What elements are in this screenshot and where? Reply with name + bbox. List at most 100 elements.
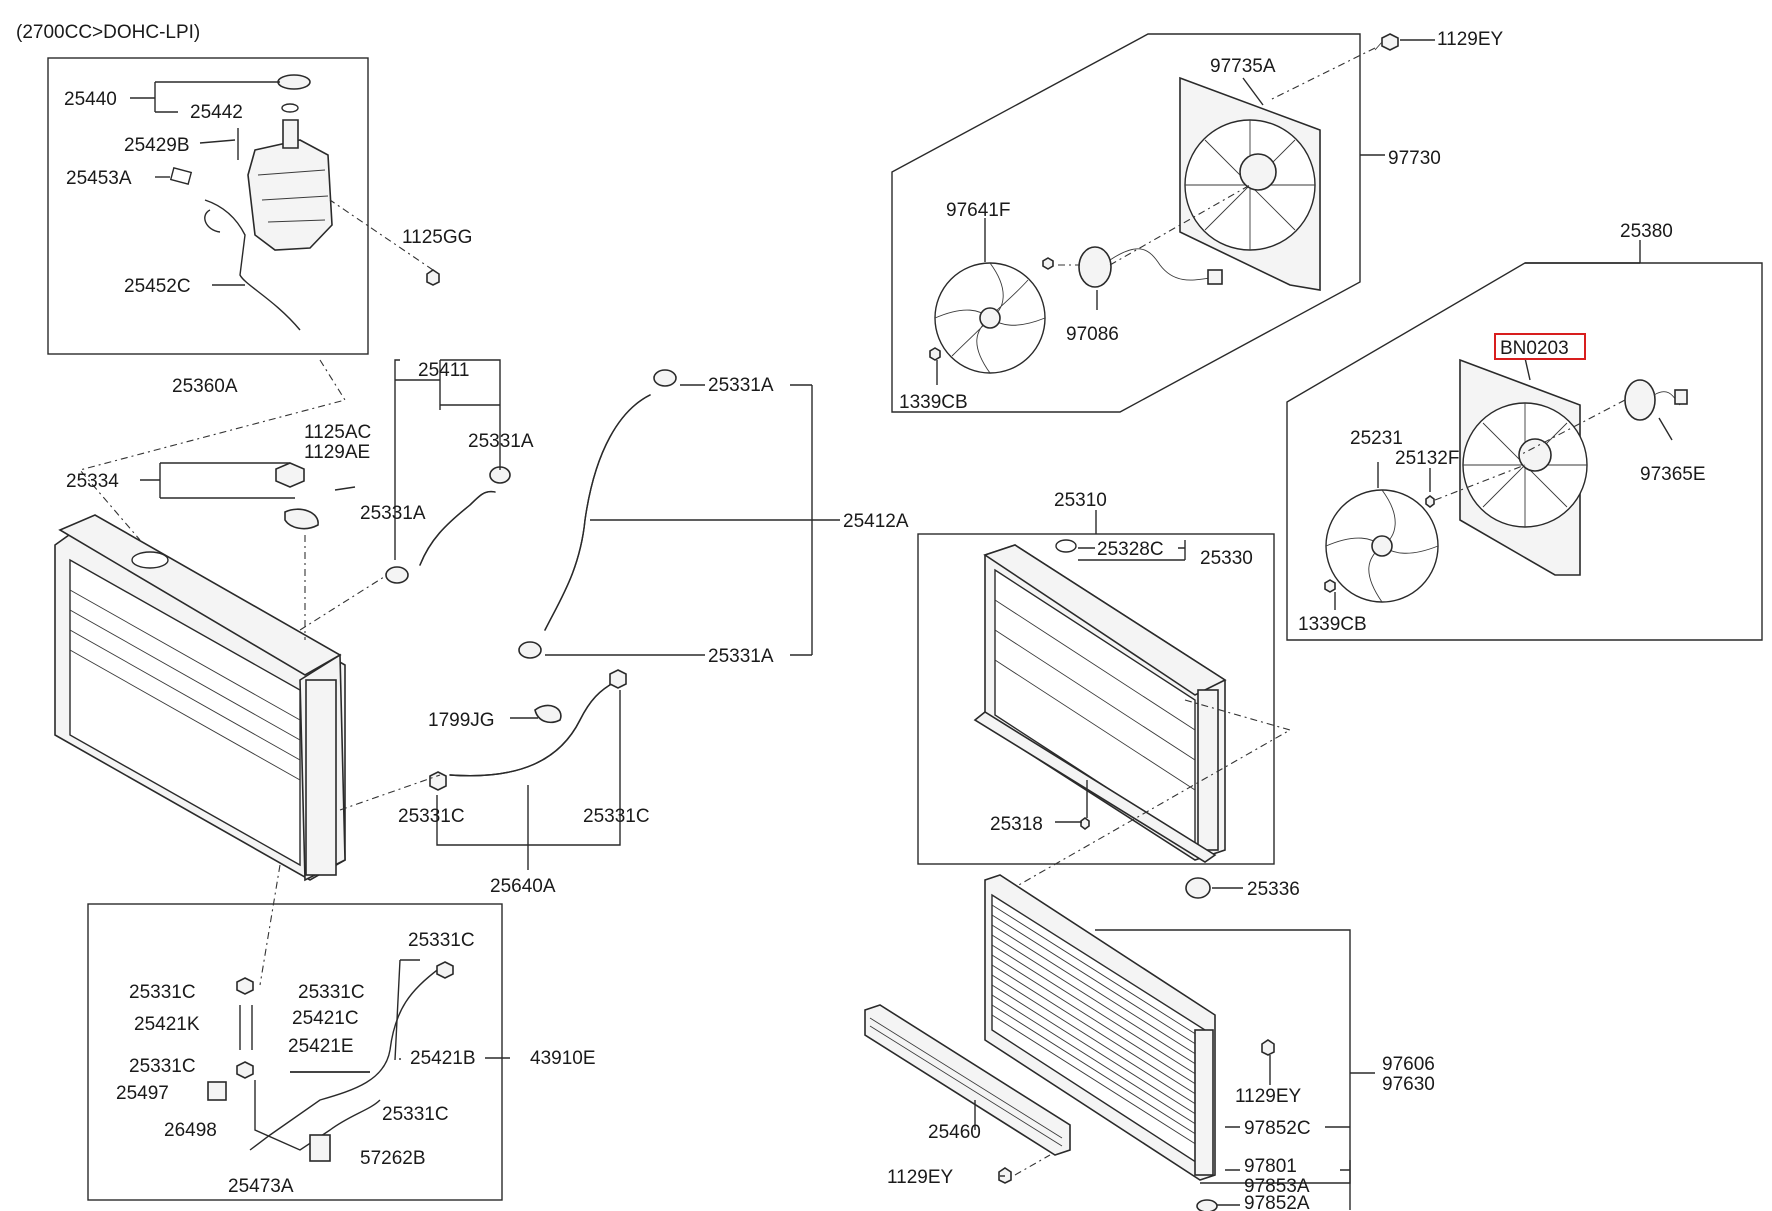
label-25421e: 25421E	[288, 1036, 354, 1057]
label-97606: 97606	[1382, 1054, 1435, 1075]
clamp-25331a-d	[518, 641, 542, 659]
radiator-side-tank	[305, 679, 337, 876]
bolt-1129ey-a	[1381, 33, 1399, 51]
fan-motor-97365e	[1624, 379, 1656, 421]
label-25331a-1: 25331A	[468, 431, 534, 452]
label-1799jg: 1799JG	[428, 710, 495, 731]
radiator-cap-25328c	[1055, 539, 1077, 553]
label-1125gg: 1125GG	[402, 227, 472, 248]
label-25473a: 25473A	[228, 1176, 294, 1197]
label-97801: 97801	[1244, 1156, 1297, 1177]
label-25132f: 25132F	[1395, 448, 1459, 469]
label-25331c-1: 25331C	[398, 806, 465, 827]
label-25411: 25411	[418, 360, 469, 381]
fan-shroud-assembly-97730	[891, 33, 1435, 413]
reservoir-assembly	[47, 57, 440, 541]
reservoir-cap	[277, 74, 311, 90]
condenser-assembly-97606	[864, 874, 1375, 1211]
clip-25497	[207, 1081, 227, 1101]
receiver-drier	[1194, 1029, 1214, 1176]
highlight-bn0203	[1494, 333, 1586, 360]
radiator-assembly-25310	[917, 510, 1292, 899]
label-25331a-2: 25331A	[360, 503, 426, 524]
bypass-hose-25640a	[339, 669, 627, 870]
label-25231: 25231	[1350, 428, 1403, 449]
condenser-box	[1095, 929, 1351, 1184]
label-bn0203: BN0203	[1500, 338, 1569, 359]
label-97365e: 97365E	[1640, 464, 1706, 485]
label-25331c-2: 25331C	[583, 806, 650, 827]
bolt-1125gg	[426, 269, 440, 286]
label-97641f: 97641F	[946, 200, 1010, 221]
radiator-upper-tank	[58, 514, 342, 676]
radiator-with-condenser	[54, 462, 396, 882]
fan-shroud-box	[891, 33, 1361, 413]
fan-motor-97086	[1078, 246, 1112, 288]
label-25360a: 25360A	[172, 376, 238, 397]
drain-plug-25318	[1080, 817, 1090, 830]
label-25429b: 25429B	[124, 135, 190, 156]
label-97852a: 97852A	[1244, 1193, 1310, 1211]
oil-cooler-hose-assembly	[87, 864, 510, 1201]
label-43910e: 43910E	[530, 1048, 596, 1069]
label-1129ey-1: 1129EY	[1437, 29, 1504, 50]
label-1129ae: 1129AE	[304, 442, 370, 463]
label-25331c-3: 25331C	[408, 930, 475, 951]
label-57262b: 57262B	[360, 1148, 426, 1169]
label-25442: 25442	[190, 102, 243, 123]
label-25497: 25497	[116, 1083, 169, 1104]
label-97630: 97630	[1382, 1074, 1435, 1095]
label-97853a: 97853A	[1244, 1176, 1310, 1197]
clamp-25331c-a	[609, 669, 627, 689]
label-1339cb-1: 1339CB	[899, 392, 968, 413]
clamp-25331c-b	[429, 771, 447, 791]
label-25331c-7: 25331C	[382, 1104, 449, 1125]
fan-shroud-assembly-25380	[1286, 240, 1763, 641]
label-plate	[169, 167, 193, 185]
label-25380: 25380	[1620, 221, 1673, 242]
label-25331a-3: 25331A	[708, 375, 774, 396]
label-25330: 25330	[1200, 548, 1253, 569]
bushing-25336	[1185, 877, 1211, 899]
label-26498: 26498	[164, 1120, 217, 1141]
label-25421c: 25421C	[292, 1008, 359, 1029]
label-97852c: 97852C	[1244, 1118, 1311, 1139]
radiator-bracket-nut	[275, 462, 305, 488]
bracket-57262b	[309, 1134, 331, 1162]
label-25453a: 25453A	[66, 168, 132, 189]
label-25318: 25318	[990, 814, 1043, 835]
label-25331c-5: 25331C	[298, 982, 365, 1003]
clamp-25331a-b	[385, 566, 409, 584]
label-25421k: 25421K	[134, 1014, 200, 1035]
label-1339cb-2: 1339CB	[1298, 614, 1367, 635]
oil-cooler-25460	[864, 1004, 1071, 1156]
bolt-1129ey-b	[1261, 1039, 1275, 1056]
label-25412a: 25412A	[843, 511, 909, 532]
lower-radiator-hose	[518, 369, 840, 659]
reservoir-box	[47, 57, 369, 355]
label-25331c-4: 25331C	[129, 982, 196, 1003]
engine-spec-title: (2700CC>DOHC-LPI)	[16, 22, 200, 43]
label-1129ey-2: 1129EY	[1235, 1086, 1302, 1107]
clip-1799jg	[534, 704, 562, 724]
clamp-25331a-c	[653, 369, 677, 387]
coolant-reservoir-tank	[247, 139, 333, 251]
label-25452c: 25452C	[124, 276, 191, 297]
label-25310: 25310	[1054, 490, 1107, 511]
nut-1339cb-a	[929, 347, 941, 361]
label-25440: 25440	[64, 89, 117, 110]
cap-97852a	[1196, 1199, 1218, 1211]
nut-1339cb-b	[1324, 579, 1336, 593]
label-1125ac: 1125AC	[304, 422, 371, 443]
screw-25132f	[1425, 495, 1435, 508]
label-25336: 25336	[1247, 879, 1300, 900]
label-25331a-4: 25331A	[708, 646, 774, 667]
oil-cooler-box	[87, 903, 503, 1201]
cap-seal	[281, 103, 299, 113]
label-97730: 97730	[1388, 148, 1441, 169]
fan-25380-box	[1286, 262, 1763, 641]
label-25334: 25334	[66, 471, 119, 492]
upper-radiator-hose	[385, 359, 511, 584]
label-1129ey-3: 1129EY	[887, 1167, 954, 1188]
